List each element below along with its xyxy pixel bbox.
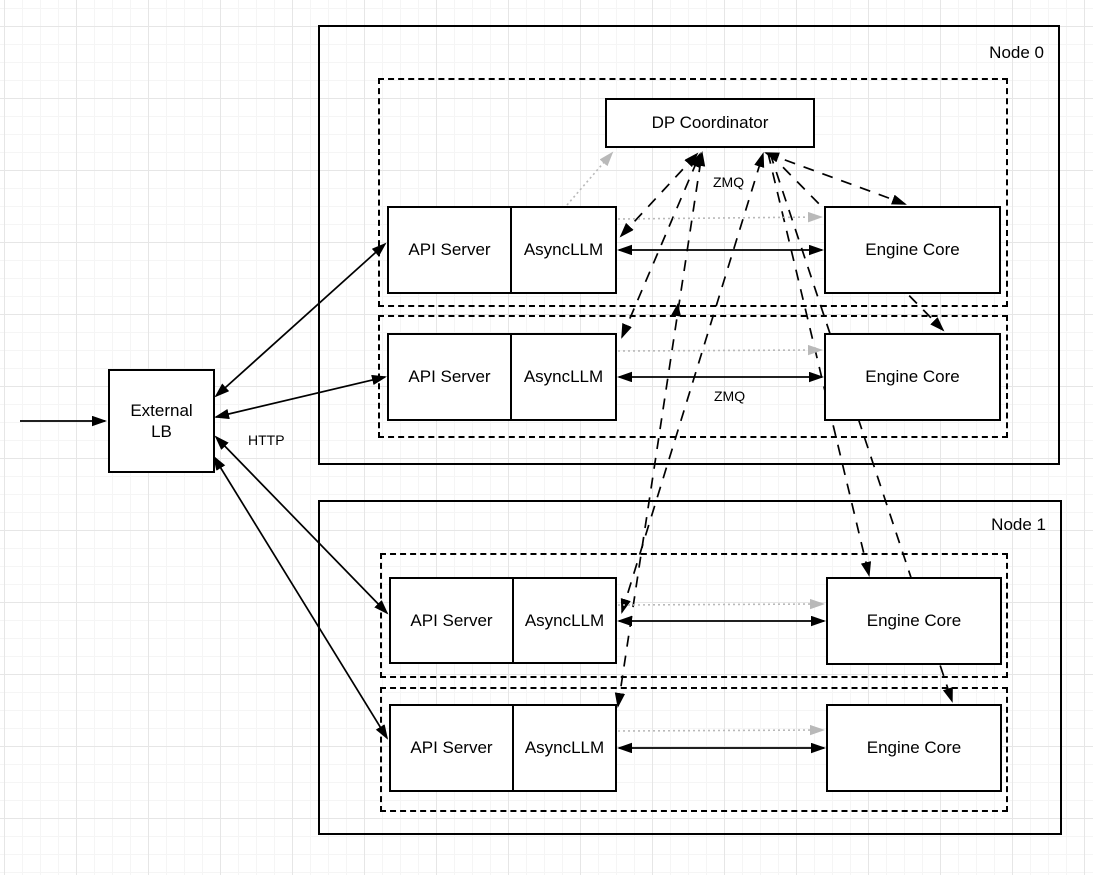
external-lb-box: External LB — [108, 369, 215, 473]
api-server-box: API Server — [410, 738, 493, 758]
api-asyncllm-box-n0r2: API Server AsyncLLM — [387, 333, 617, 421]
dp-coordinator-label: DP Coordinator — [651, 113, 769, 133]
edge-lb-api-n1r2 — [214, 457, 387, 738]
http-label: HTTP — [248, 432, 285, 448]
api-server-box: API Server — [408, 240, 491, 260]
asyncllm-box: AsyncLLM — [510, 208, 615, 292]
asyncllm-box: AsyncLLM — [512, 706, 615, 790]
api-asyncllm-box-n0r1: API Server AsyncLLM — [387, 206, 617, 294]
edge-async-engine-gray-n1r2 — [617, 730, 823, 731]
edge-lb-api-n0r1 — [216, 244, 385, 396]
asyncllm-box: AsyncLLM — [510, 335, 615, 419]
node-0-label: Node 0 — [989, 43, 1044, 62]
asyncllm-box: AsyncLLM — [512, 579, 615, 662]
edge-dp-engine-n1r1 — [767, 152, 869, 575]
engine-core-label: Engine Core — [866, 738, 962, 758]
engine-core-box-n1r2: Engine Core — [826, 704, 1002, 792]
engine-core-box-n0r1: Engine Core — [824, 206, 1001, 294]
edge-async-engine-gray-n0r2 — [617, 350, 821, 351]
api-asyncllm-box-n1r2: API Server AsyncLLM — [389, 704, 617, 792]
zmq-engine-label: ZMQ — [714, 388, 746, 404]
api-asyncllm-box-n1r1: API Server AsyncLLM — [389, 577, 617, 664]
engine-core-label: Engine Core — [865, 367, 960, 387]
external-lb-label: External LB — [130, 400, 192, 443]
edge-dp-engine-n0r1 — [766, 152, 905, 205]
edge-async-engine-gray-n1r1 — [617, 604, 823, 605]
dp-coordinator-box: DP Coordinator — [605, 98, 815, 148]
engine-core-box-n0r2: Engine Core — [824, 333, 1001, 421]
edge-lb-api-n0r2 — [216, 377, 385, 417]
engine-core-label: Engine Core — [866, 611, 962, 631]
engine-core-label: Engine Core — [865, 240, 960, 260]
api-server-box: API Server — [408, 367, 491, 387]
edge-async-dp-gray — [566, 153, 612, 206]
external-lb-line1: External — [130, 400, 193, 420]
api-server-box: API Server — [410, 610, 493, 630]
external-lb-line2: LB — [151, 422, 172, 441]
zmq-coordinator-label: ZMQ — [713, 174, 745, 190]
edge-async-engine-gray-n0r1 — [617, 217, 821, 219]
engine-core-box-n1r1: Engine Core — [826, 577, 1002, 665]
node-1-label: Node 1 — [991, 515, 1046, 534]
